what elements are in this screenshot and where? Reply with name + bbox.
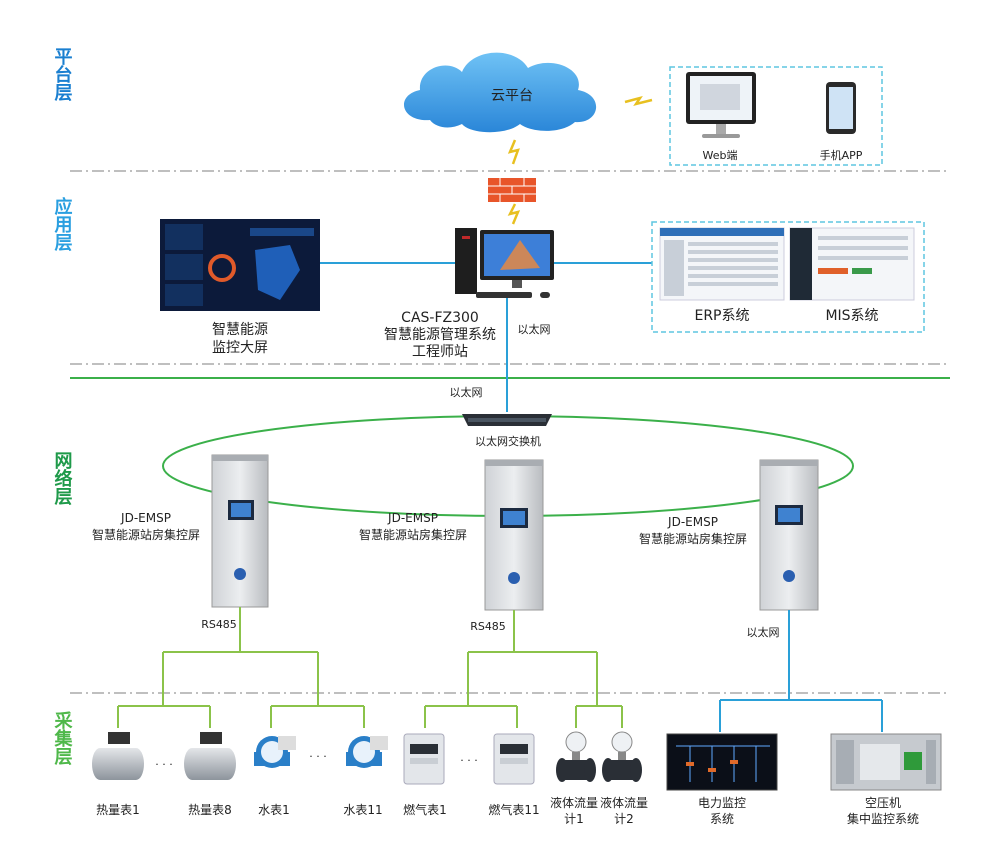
device-label-water-1: 水表1: [258, 803, 290, 817]
client-terminals-box: Web端 手机APP: [669, 66, 883, 166]
wireless-bolt-icon: [507, 203, 521, 225]
workstation-label-model: CAS-FZ300: [401, 310, 479, 326]
web-label: Web端: [703, 149, 738, 162]
cabinet-3-model: JD-EMSP: [667, 515, 718, 529]
mis-label: MIS系统: [825, 308, 878, 324]
cabinet-2-name: 智慧能源站房集控屏: [359, 527, 467, 542]
enterprise-systems-frame: [651, 221, 925, 333]
erp-screen-icon: [659, 227, 785, 301]
enterprise-systems-box: ERP系统 MIS系统: [651, 221, 925, 333]
network-ethernet-label: 以太网: [450, 386, 483, 399]
engineer-workstation-icon: [455, 228, 554, 298]
air-compressor-screen-icon: [830, 733, 942, 791]
device-label-flow-2: 液体流量计2: [600, 795, 648, 826]
gas-meter-icon: [403, 733, 445, 785]
ellipsis-heat: · · ·: [155, 758, 172, 771]
workstation-label-station: 工程师站: [412, 344, 468, 360]
ellipsis-gas: · · ·: [460, 754, 477, 767]
ellipsis-water: · · ·: [309, 750, 326, 763]
flow-meter-icon: [602, 731, 642, 782]
flow-meter-icon: [556, 731, 596, 782]
ethernet-switch-icon: [462, 414, 552, 426]
layer-label-network: 网络层: [52, 451, 73, 506]
device-label-heat-8: 热量表8: [188, 803, 232, 817]
layer-separators: [70, 170, 950, 694]
mobile-phone-icon: [826, 82, 856, 134]
heat-meter-icon: [92, 732, 144, 780]
power-monitoring-label-1: 电力监控: [698, 796, 746, 810]
web-monitor-icon: [686, 72, 756, 138]
client-terminals-frame: [669, 66, 883, 166]
app-ethernet-label: 以太网: [518, 323, 551, 336]
layer-label-collection: 采集层: [52, 711, 74, 766]
ethernet-tree-3: [719, 610, 883, 732]
cabinet-1-bus-label: RS485: [201, 618, 237, 631]
firewall-icon: [488, 178, 536, 202]
rs485-bus-tree-2: [424, 610, 623, 728]
cloud-platform-label: 云平台: [491, 88, 533, 104]
app-label: 手机APP: [820, 148, 863, 162]
heat-meter-icon: [184, 732, 236, 780]
control-cabinet-2: [484, 459, 544, 611]
bigscreen-label-line2: 监控大屏: [212, 340, 268, 356]
layer-labels: 平台层 应用层 网络层 采集层: [52, 47, 74, 766]
cabinet-1-name: 智慧能源站房集控屏: [92, 527, 200, 542]
workstation-label-system: 智慧能源管理系统: [384, 327, 496, 343]
power-monitoring-screen-icon: [666, 733, 778, 791]
air-compressor-label-1: 空压机: [865, 796, 901, 810]
water-meter-icon: [254, 736, 296, 768]
erp-label: ERP系统: [694, 308, 749, 324]
bigscreen-label-line1: 智慧能源: [212, 322, 268, 338]
cabinet-2-model: JD-EMSP: [387, 511, 438, 525]
power-monitoring-label-2: 系统: [710, 812, 734, 826]
device-label-water-11: 水表11: [343, 803, 382, 817]
switch-label: 以太网交换机: [475, 434, 541, 448]
mis-screen-icon: [789, 227, 915, 301]
cabinet-3-name: 智慧能源站房集控屏: [639, 531, 747, 546]
cloud-icon: [403, 52, 597, 133]
air-compressor-label-2: 集中监控系统: [847, 811, 919, 826]
cabinet-1-model: JD-EMSP: [120, 511, 171, 525]
layer-label-application: 应用层: [52, 196, 73, 252]
water-meter-icon: [346, 736, 388, 768]
control-cabinet-3: [759, 459, 819, 611]
rs485-bus-tree-1: [117, 607, 365, 728]
cloud-platform: 云平台: [403, 52, 597, 133]
device-label-gas-1: 燃气表1: [403, 802, 447, 817]
layer-label-platform: 平台层: [52, 47, 73, 102]
cabinet-2-bus-label: RS485: [470, 620, 506, 633]
control-cabinet-1: [211, 454, 269, 608]
wireless-bolt-icon: [507, 139, 520, 165]
monitoring-bigscreen-icon: [160, 219, 320, 311]
wireless-bolt-icon: [624, 95, 653, 106]
device-label-gas-11: 燃气表11: [488, 802, 539, 817]
gas-meter-icon: [493, 733, 535, 785]
device-label-flow-1: 液体流量计1: [550, 795, 598, 826]
cabinet-3-bus-label: 以太网: [747, 626, 780, 639]
device-label-heat-1: 热量表1: [96, 803, 140, 817]
